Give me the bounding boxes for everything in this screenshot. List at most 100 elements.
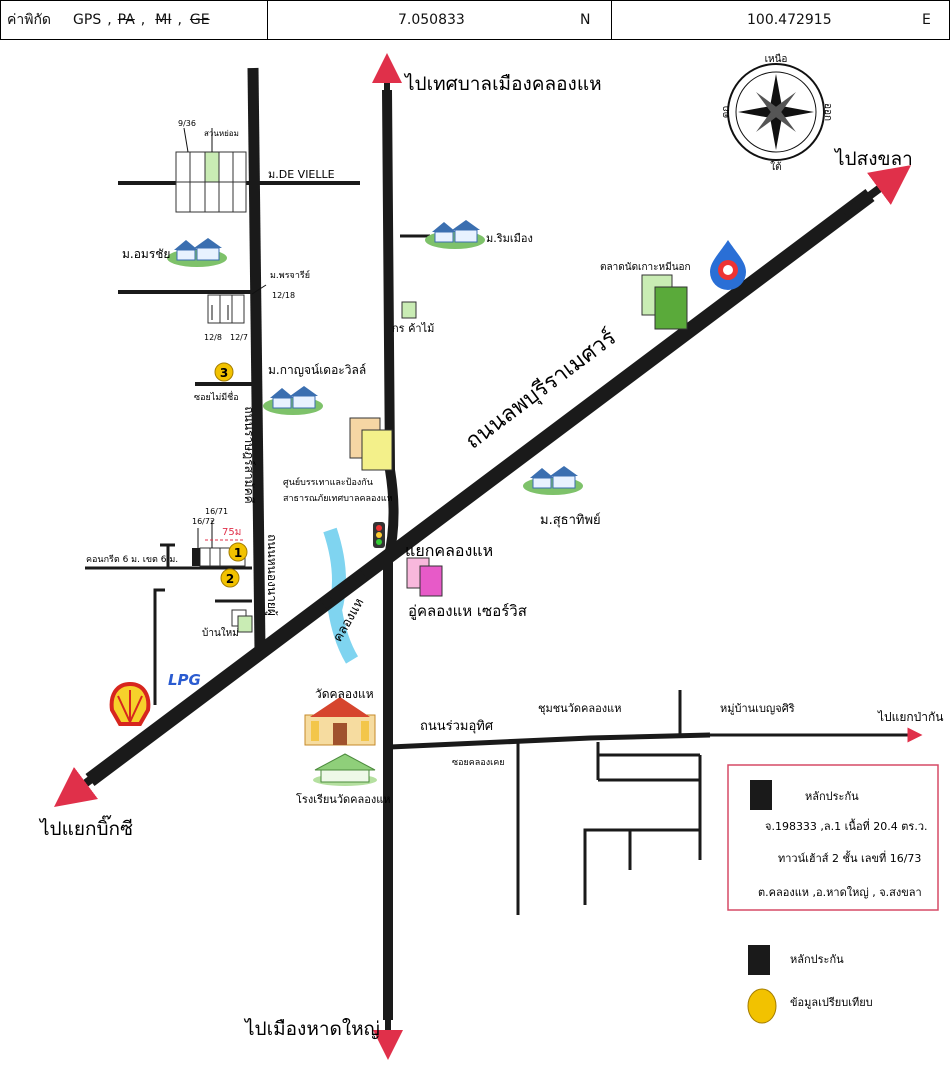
compass-north: เหนือ	[765, 53, 788, 65]
main-road	[85, 189, 875, 786]
ban-mai-label: บ้านใหม่	[202, 627, 239, 639]
compass-west: ตก	[721, 106, 732, 119]
school-label: โรงเรียนวัดคลองแห	[296, 792, 391, 806]
direction-bigc-label: ไปแยกบิ๊กซี	[38, 815, 133, 840]
kanchana-label: ม.กาญจน์เดอะวิลล์	[268, 363, 366, 377]
house-icon	[263, 386, 323, 415]
traffic-light-icon	[373, 522, 385, 548]
direction-songkhla-label: ไปสงขลา	[833, 148, 913, 170]
ban-mai-plot-2	[237, 615, 253, 633]
house-icon	[167, 238, 227, 267]
plot-1671-label: 16/71	[205, 507, 228, 516]
de-vielle-label: ม.DE VIELLE	[268, 168, 335, 181]
plot-936-label: 9/36	[178, 119, 196, 128]
mi-label: MI	[155, 12, 172, 28]
bridge-mark	[319, 593, 335, 609]
disaster-center-block-2	[361, 429, 393, 471]
school-icon	[313, 753, 377, 786]
ptt-logo-icon	[710, 240, 746, 290]
side-road-2	[153, 588, 165, 705]
svg-text:1: 1	[234, 546, 242, 560]
lpg-label: LPG	[168, 671, 201, 689]
disaster-center2-label: สาธารณภัยเทศบาลคลองแห	[283, 494, 393, 504]
amornchai-label: ม.อมรชัย	[122, 247, 170, 261]
svg-text:2: 2	[226, 572, 234, 586]
gps-label: GPS	[73, 12, 102, 28]
plot-1672-label: 16/72	[192, 517, 215, 526]
latitude-dir: N	[580, 12, 591, 28]
service-shop-label: อู่คลองแห เซอร์วิส	[408, 602, 527, 620]
pointer-arrows	[183, 127, 267, 548]
community-label: ชุมชนวัดคลองแห	[538, 702, 621, 715]
soi-khlong-khoei-label: ซอยคลองเคย	[452, 758, 505, 768]
riverside-label: ม.ริมเมือง	[486, 232, 533, 245]
info-box	[727, 764, 939, 911]
wood-shop-label: กร ค้าไม้	[392, 322, 434, 335]
info-box-line2: ทาวน์เฮ้าส์ 2 ชั้น เลขที่ 16/73	[778, 850, 921, 865]
canal	[323, 527, 359, 664]
comparison-marker-3: 3	[214, 362, 234, 382]
compass-south: ใต้	[770, 161, 781, 173]
sutthiphon-label: ม.สุธาทิพย์	[540, 512, 601, 528]
suan-ya-label: สวนหย่อม	[204, 129, 239, 138]
direction-hatyai-label: ไปเมืองหาดใหญ่	[243, 1018, 380, 1040]
compass-rose-icon	[727, 63, 825, 161]
plot-127-label: 12/7	[230, 333, 248, 342]
main-road-arrow-sw	[54, 761, 113, 807]
longitude-cell: 100.472915 E	[611, 0, 950, 40]
coordinate-label: ค่าพิกัด	[7, 12, 52, 28]
suan-ya-plot	[204, 151, 220, 183]
wood-shop-block	[401, 301, 417, 319]
house-icon	[425, 220, 485, 249]
soi-mai-mi-chue-label: ซอยไม่มีชื่อ	[194, 390, 239, 403]
info-box-line1: จ.198333 ,ล.1 เนื้อที่ 20.4 ตร.ว.	[765, 818, 928, 833]
west-road	[247, 67, 266, 651]
plot-grid-mid	[207, 294, 245, 324]
info-box-line3: ต.คลองแห ,อ.หาดใหญ่ , จ.สงขลา	[758, 886, 922, 899]
temple-icon	[304, 697, 376, 746]
coordinate-label-cell: ค่าพิกัด GPS , PA , MI , GE	[0, 0, 268, 40]
longitude-value: 100.472915	[747, 12, 832, 28]
bridge-mark	[352, 570, 368, 586]
longitude-dir: E	[922, 12, 931, 28]
shell-logo-icon	[109, 681, 151, 726]
ruam-uthit-label: ถนนร่วมอุทิศ	[420, 719, 494, 734]
legend-comparison-icon	[747, 988, 777, 1024]
direction-north-label: ไปเทศบาลเมืองคลองแห	[403, 73, 602, 95]
legend-collateral-icon	[748, 945, 770, 975]
ruam-uthit-road	[389, 732, 711, 750]
junction-label: แยกคลองแห	[405, 541, 493, 560]
service-shop-block-2	[419, 565, 443, 597]
distance-label: 75ม	[222, 527, 241, 538]
market-label: ตลาดนัดเกาะหมีนอก	[600, 261, 691, 273]
collateral-plot	[192, 548, 200, 566]
north-south-road	[382, 89, 399, 1020]
main-road-arrow-ne	[842, 165, 912, 218]
comparison-marker-2: 2	[220, 568, 240, 588]
svg-text:3: 3	[220, 366, 228, 380]
latitude-value: 7.050833	[398, 12, 465, 28]
pornchari-label: ม.พรจารีย์	[270, 269, 310, 281]
comparison-marker-1: 1	[228, 542, 248, 562]
village-roads	[583, 690, 702, 905]
ge-label: GE	[189, 12, 210, 28]
pa-label: PA	[117, 12, 135, 28]
compass-east: ออก	[822, 103, 833, 121]
legend-comparison-label: ข้อมูลเปรียบเทียบ	[790, 996, 873, 1009]
wat-label: วัดคลองแห	[315, 687, 374, 701]
direction-pakan-label: ไปแยกป่ากัน	[877, 710, 944, 724]
market-block	[654, 286, 688, 330]
location-map: เหนือ ใต้ ออก ตก 3 1 2 ไปเทศบาลเมืองคลอง…	[38, 53, 944, 1060]
concrete-road-label: คอนกรีต 6 ม. เขต 6 ม.	[86, 554, 178, 565]
legend-collateral-label: หลักประกัน	[790, 953, 844, 966]
west-road2-label: ถนนหนองนายผู้	[264, 534, 279, 616]
disaster-center-label: ศูนย์บรรเทาและป้องกัน	[283, 476, 373, 488]
house-icon	[523, 466, 583, 495]
plot-128-label: 12/8	[204, 333, 222, 342]
latitude-cell: 7.050833 N	[267, 0, 612, 40]
benjasiri-label: หมู่บ้านเบญจศิริ	[720, 702, 795, 715]
coordinates-header: ค่าพิกัด GPS , PA , MI , GE 7.050833 N 1…	[0, 0, 950, 42]
info-box-collateral-icon	[750, 780, 772, 810]
west-road-label: ถนนราษฎร์สามัคคี	[242, 406, 256, 503]
plot-1218-label: 12/18	[272, 291, 295, 300]
